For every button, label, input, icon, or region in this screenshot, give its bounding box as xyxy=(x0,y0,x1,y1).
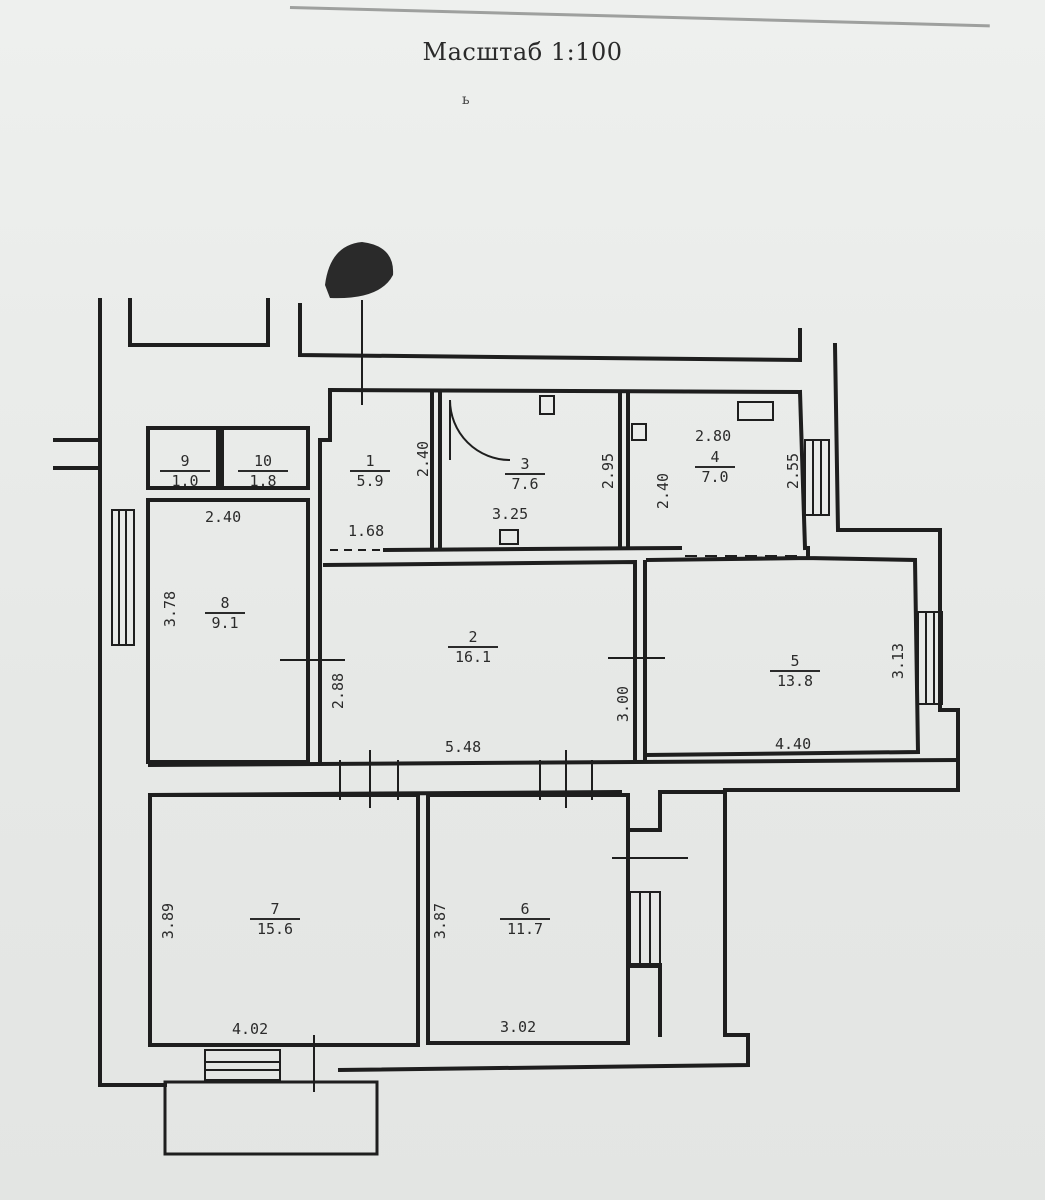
room-8-width: 2.40 xyxy=(205,508,242,526)
toilet-icon xyxy=(539,395,555,415)
room-6-height: 3.87 xyxy=(431,902,450,940)
rooms-9-10-box xyxy=(146,426,310,490)
wall-4-right xyxy=(797,389,808,551)
wall-north-inner xyxy=(327,387,803,395)
outer-wall-left xyxy=(98,298,167,1087)
room-7-outline xyxy=(148,793,420,1047)
wall-room1-left xyxy=(318,388,332,764)
stove-icon xyxy=(737,401,774,421)
room-3-width: 3.25 xyxy=(492,505,529,523)
room-6-width: 3.02 xyxy=(500,1018,537,1036)
wall-9-10 xyxy=(216,426,224,490)
scale-label: Масштаб 1:100 xyxy=(422,38,623,66)
door-swing-bathroom xyxy=(449,399,511,461)
room-4-height-left: 2.40 xyxy=(654,472,673,510)
outer-wall-right xyxy=(337,342,960,1073)
wall-room-2 xyxy=(322,559,647,760)
wall-niche xyxy=(626,793,662,832)
window-room-6 xyxy=(629,891,661,968)
window-room-8 xyxy=(111,509,135,646)
room-4-height-right: 2.55 xyxy=(784,452,803,490)
window-room-4 xyxy=(804,439,830,516)
room-7-width: 4.02 xyxy=(232,1020,269,1038)
window-room-7 xyxy=(204,1049,281,1081)
room-1-width: 1.68 xyxy=(348,522,385,540)
balcony xyxy=(163,1080,379,1156)
room-5-width: 4.40 xyxy=(775,735,812,753)
room-5-outline xyxy=(645,546,921,758)
wall-north-hall xyxy=(382,545,683,553)
room-4-width: 2.80 xyxy=(695,427,732,445)
wall-central xyxy=(147,757,961,768)
room-7-height: 3.89 xyxy=(159,902,178,940)
room-2-width: 5.48 xyxy=(445,738,482,756)
chimney-icon xyxy=(325,242,394,299)
room-6-outline xyxy=(426,793,630,1045)
room-2-height-left: 2.88 xyxy=(329,672,348,710)
room-8-outline xyxy=(146,498,310,764)
room-1-height: 2.40 xyxy=(414,440,433,478)
header-mark: ь xyxy=(462,92,470,108)
room-8-height: 3.78 xyxy=(161,590,180,628)
wall-1-3 xyxy=(430,390,442,550)
outer-wall-top-left xyxy=(128,298,270,347)
window-room-5 xyxy=(917,611,943,705)
stair-stub xyxy=(53,438,102,470)
wall-3-4 xyxy=(618,390,630,550)
fixture-icon xyxy=(631,423,647,441)
room-5-height: 3.13 xyxy=(889,642,908,680)
door-marks xyxy=(313,750,567,1092)
room-2-height-right: 3.00 xyxy=(614,685,633,723)
outer-wall-top xyxy=(298,303,802,363)
sink-icon xyxy=(499,529,519,545)
room-3-height: 2.95 xyxy=(599,452,618,490)
